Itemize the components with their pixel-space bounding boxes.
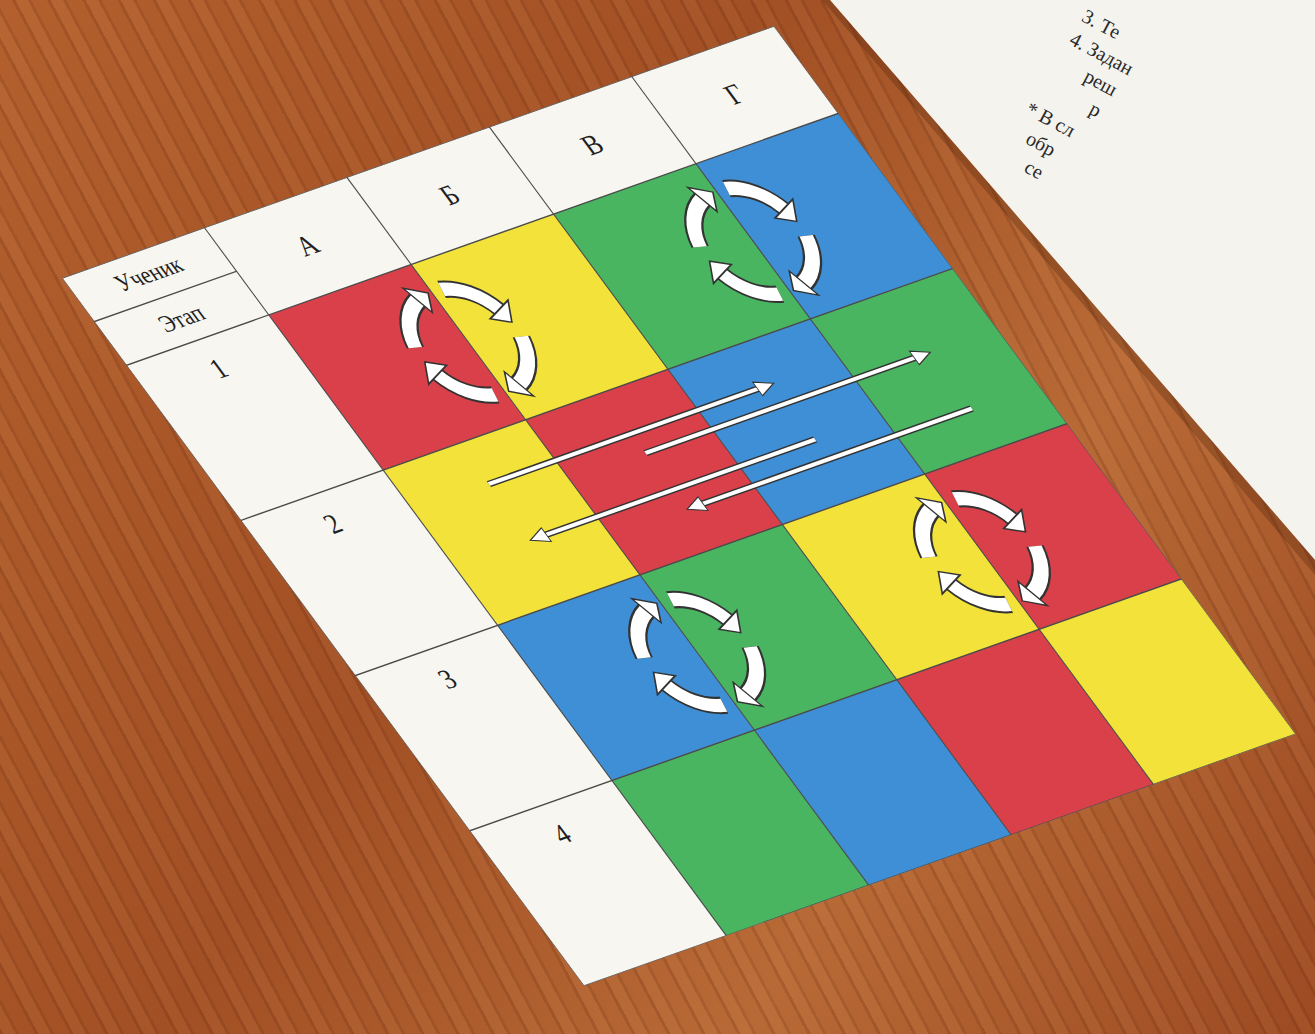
rotation-arrow [670, 588, 728, 632]
rotation-arrow [721, 647, 778, 694]
arrow-head [688, 181, 725, 214]
arrow-head [644, 667, 683, 695]
arrow-head [909, 345, 935, 364]
rotation-arrow [955, 487, 1013, 531]
exchange-arrow [543, 440, 815, 536]
rotation-arrow [902, 510, 959, 557]
arrow-head [483, 300, 522, 328]
rotation-arrow [722, 262, 780, 306]
rotation-arrow [617, 611, 674, 658]
exchange-arrows [357, 153, 1103, 737]
note-text: р [1086, 97, 1106, 122]
arrow-head [1010, 578, 1047, 611]
rotation-arrow [666, 673, 724, 717]
arrow-head [525, 528, 551, 547]
arrow-head [682, 497, 708, 516]
rotation-arrow [438, 363, 496, 407]
arrow-head [403, 282, 440, 315]
rotation-arrow [902, 510, 959, 557]
rotation-arrow [492, 337, 549, 384]
card-ground [62, 26, 1296, 986]
exchange-arrow [699, 409, 971, 505]
rotation-arrow [951, 572, 1009, 616]
arrow-head [725, 679, 762, 712]
rotation-arrow [951, 572, 1009, 616]
rotation-arrow [492, 337, 549, 384]
rotation-arrow [777, 236, 834, 283]
rotation-arrow [777, 236, 834, 283]
rotation-arrow [726, 177, 784, 221]
rotation-arrow [617, 611, 674, 658]
rotation-arrow [721, 647, 778, 694]
arrow-head [768, 199, 807, 227]
arrow-head [917, 492, 954, 525]
rotation-arrow [438, 363, 496, 407]
rotation-arrow [673, 200, 730, 247]
exchange-arrow [543, 440, 815, 536]
arrow-head [753, 376, 779, 395]
rotation-arrow [1006, 546, 1063, 593]
rotation-arrow [442, 277, 500, 321]
rotation-arrow [722, 262, 780, 306]
arrow-head [700, 256, 739, 284]
rotation-arrow [670, 588, 728, 632]
rotation-arrow [726, 177, 784, 221]
note-text: се [1021, 155, 1048, 184]
arrow-head [496, 369, 533, 402]
rotation-arrow [388, 300, 445, 347]
grid-lines [62, 26, 1296, 986]
arrow-head [632, 593, 669, 626]
rotation-arrow [1006, 546, 1063, 593]
rotation-arrow [442, 277, 500, 321]
rotation-arrow [666, 673, 724, 717]
rotation-arrow [955, 487, 1013, 531]
rotation-arrow [388, 300, 445, 347]
arrow-head [781, 268, 818, 301]
arrow-head [997, 510, 1036, 538]
arrow-head [415, 357, 454, 385]
exchange-arrow [699, 409, 971, 505]
rotation-arrow [673, 200, 730, 247]
arrow-head [712, 610, 751, 638]
arrow-head [929, 566, 968, 594]
